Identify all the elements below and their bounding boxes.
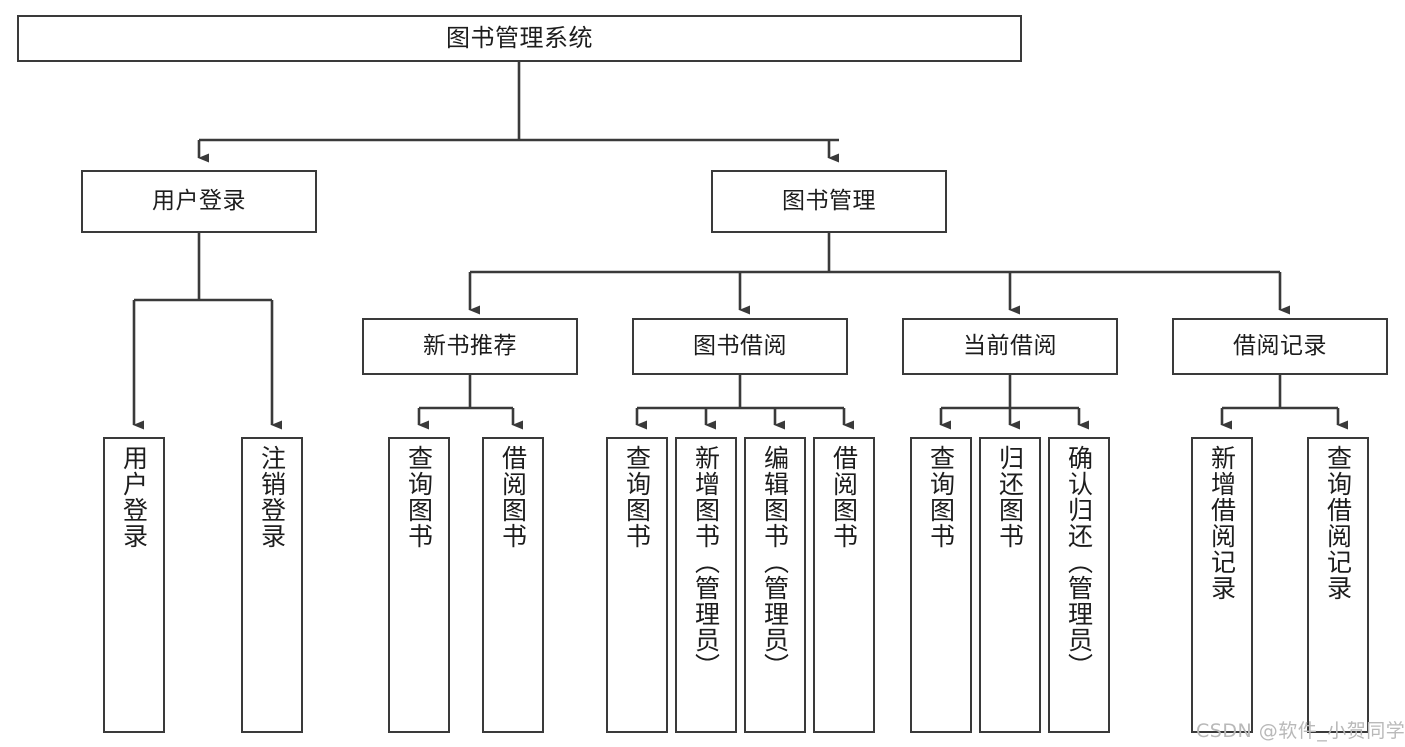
node-label: 借阅记录 [1233,333,1327,360]
node-user-login[interactable]: 用户登录 [81,170,317,233]
leaf-book-borrow-query[interactable]: 查询图书 [606,437,668,733]
leaf-user-login-logout[interactable]: 注销登录 [241,437,303,733]
node-current-borrow[interactable]: 当前借阅 [902,318,1118,375]
node-label: 新增借阅记录 [1207,445,1237,601]
node-book-borrow[interactable]: 图书借阅 [632,318,848,375]
node-label: 编辑图书（管理员） [760,445,790,679]
leaf-book-borrow-add[interactable]: 新增图书（管理员） [675,437,737,733]
node-label: 图书管理系统 [446,23,593,52]
node-label: 注销登录 [257,445,287,549]
node-book-management[interactable]: 图书管理 [711,170,947,233]
node-label: 归还图书 [995,445,1025,549]
leaf-book-borrow-edit[interactable]: 编辑图书（管理员） [744,437,806,733]
leaf-new-book-query[interactable]: 查询图书 [388,437,450,733]
node-label: 用户登录 [152,188,246,215]
leaf-borrow-record-add[interactable]: 新增借阅记录 [1191,437,1253,733]
node-label: 借阅图书 [829,445,859,549]
csdn-watermark: CSDN @软件_小贺同学 [1196,720,1405,742]
node-label: 图书管理 [782,188,876,215]
node-label: 用户登录 [119,445,149,549]
node-label: 查询图书 [622,445,652,549]
node-label: 借阅图书 [498,445,528,549]
node-label: 确认归还（管理员） [1064,445,1094,679]
leaf-current-borrow-return[interactable]: 归还图书 [979,437,1041,733]
leaf-current-borrow-query[interactable]: 查询图书 [910,437,972,733]
node-root-system[interactable]: 图书管理系统 [17,15,1022,62]
node-new-book-recommend[interactable]: 新书推荐 [362,318,578,375]
node-label: 查询图书 [404,445,434,549]
node-label: 图书借阅 [693,333,787,360]
leaf-user-login-login[interactable]: 用户登录 [103,437,165,733]
node-label: 查询图书 [926,445,956,549]
node-label: 当前借阅 [963,333,1057,360]
node-label: 新增图书（管理员） [691,445,721,679]
leaf-borrow-record-query[interactable]: 查询借阅记录 [1307,437,1369,733]
node-borrow-record[interactable]: 借阅记录 [1172,318,1388,375]
leaf-current-borrow-confirm[interactable]: 确认归还（管理员） [1048,437,1110,733]
leaf-book-borrow-borrow[interactable]: 借阅图书 [813,437,875,733]
node-label: 查询借阅记录 [1323,445,1353,601]
node-label: 新书推荐 [423,333,517,360]
leaf-new-book-borrow[interactable]: 借阅图书 [482,437,544,733]
